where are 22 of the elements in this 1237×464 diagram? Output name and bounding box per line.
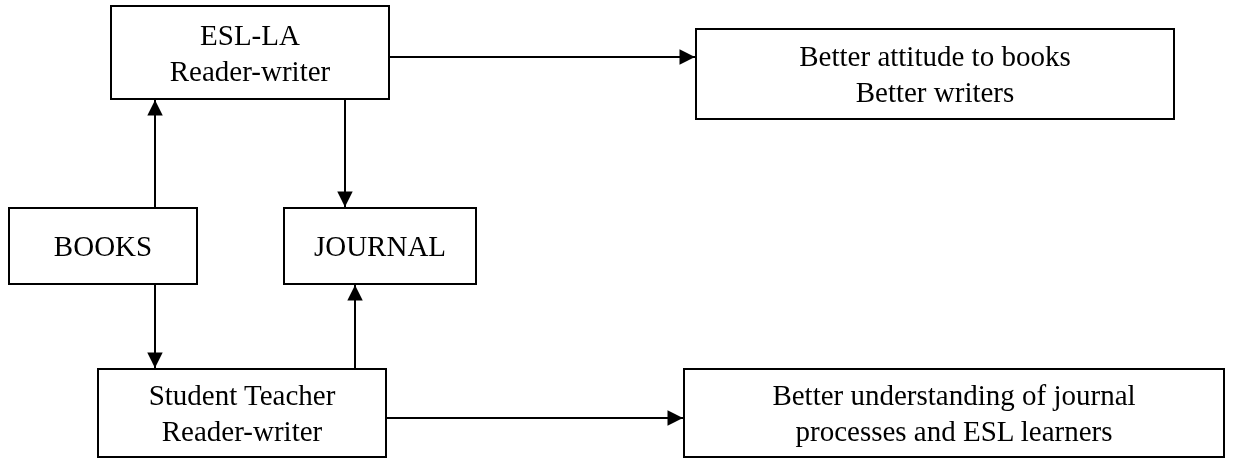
arrow [147, 99, 163, 208]
arrow [386, 410, 684, 426]
process-box [695, 28, 1175, 120]
process-box [283, 207, 477, 285]
box-label: processes and ESL learners [795, 414, 1113, 449]
process-box [110, 5, 390, 100]
process-box [97, 368, 387, 458]
box-label: JOURNAL [313, 229, 447, 264]
box-label: Reader-writer [161, 414, 323, 449]
box-label: Student Teacher [148, 378, 336, 413]
box-label: Better understanding of journal [772, 378, 1136, 413]
box-label: Reader-writer [169, 53, 331, 89]
arrow [147, 284, 163, 369]
box-label: Better attitude to books [799, 39, 1071, 74]
arrow [389, 49, 696, 65]
box-label: Better writers [855, 75, 1015, 110]
box-label: BOOKS [53, 229, 153, 264]
arrow [337, 99, 353, 208]
arrow [347, 284, 363, 369]
process-box [683, 368, 1225, 458]
process-box [8, 207, 198, 285]
box-label: ESL-LA [200, 17, 300, 53]
